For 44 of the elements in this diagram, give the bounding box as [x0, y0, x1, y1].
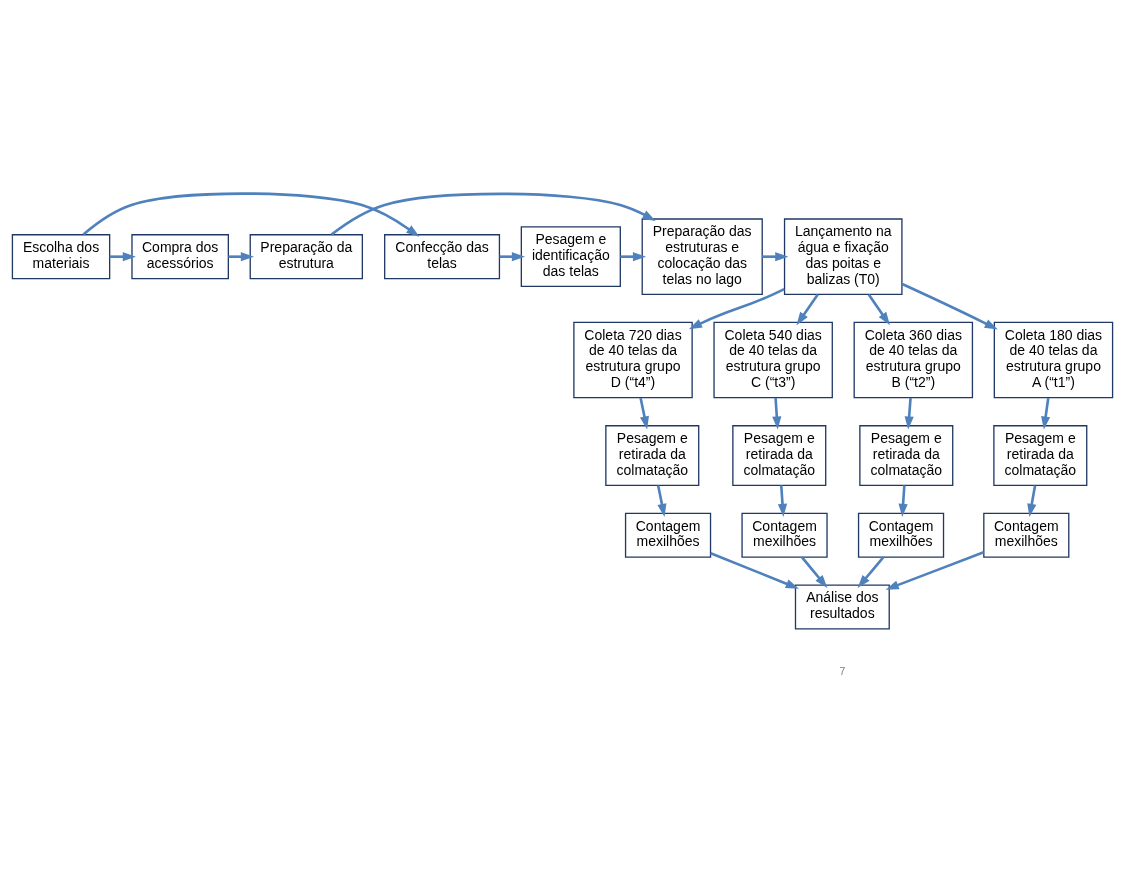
arrow	[772, 397, 782, 430]
arrow	[904, 397, 914, 430]
arrow	[330, 192, 656, 236]
arrow	[1041, 397, 1051, 430]
arrow	[762, 252, 789, 262]
node-box: Contagem mexilhões	[624, 512, 712, 558]
arrow	[710, 552, 799, 589]
arrow	[688, 287, 785, 330]
node-box: Pesagem e retirada da colmatação	[605, 425, 700, 486]
node-box: Coleta 360 dias de 40 telas da estrutura grupo B (“t2”)	[853, 321, 974, 399]
node-box: Análise dos resultados	[794, 584, 890, 630]
arrow	[499, 252, 526, 262]
arrow	[639, 397, 649, 430]
arrow	[109, 252, 136, 262]
node-box: Coleta 720 dias de 40 telas da estrutura grupo D (“t4”)	[573, 321, 693, 399]
arrow	[777, 485, 788, 518]
arrow	[800, 556, 828, 588]
node-box: Preparação das estruturas e colocação das telas no lago	[641, 218, 763, 295]
node-box: Compra dos acessórios	[131, 234, 229, 280]
node-box: Escolha dos materiais	[11, 234, 111, 280]
arrow	[867, 293, 890, 326]
node-box: Pesagem e identificação das telas	[520, 226, 621, 288]
node-box: Contagem mexilhões	[857, 512, 945, 558]
node-box: Lançamento na água e fixação das poitas e balizas (T0)	[783, 218, 903, 295]
arrow	[620, 252, 647, 262]
arrow	[857, 556, 885, 588]
arrow	[228, 252, 254, 262]
node-box: Pesagem e retirada da colmatação	[732, 425, 827, 486]
node-box: Contagem mexilhões	[741, 512, 828, 558]
arrow	[82, 192, 420, 237]
arrow	[901, 282, 998, 330]
node-box: Contagem mexilhões	[983, 512, 1070, 558]
node-box: Coleta 180 dias de 40 telas da estrutura grupo A (“t1”)	[993, 321, 1114, 399]
node-box: Pesagem e retirada da colmatação	[859, 425, 954, 486]
arrow	[1027, 485, 1037, 517]
node-box: Confecção das telas	[384, 234, 501, 280]
node-box: Preparação da estrutura	[249, 234, 363, 280]
node-box: Coleta 540 dias de 40 telas da estrutura grupo C (“t3”)	[713, 321, 833, 399]
label: 7	[839, 665, 846, 678]
arrow	[656, 485, 667, 517]
arrow	[796, 293, 819, 326]
arrow	[885, 551, 985, 590]
node-box: Pesagem e retirada da colmatação	[993, 425, 1088, 486]
arrow	[898, 485, 908, 518]
